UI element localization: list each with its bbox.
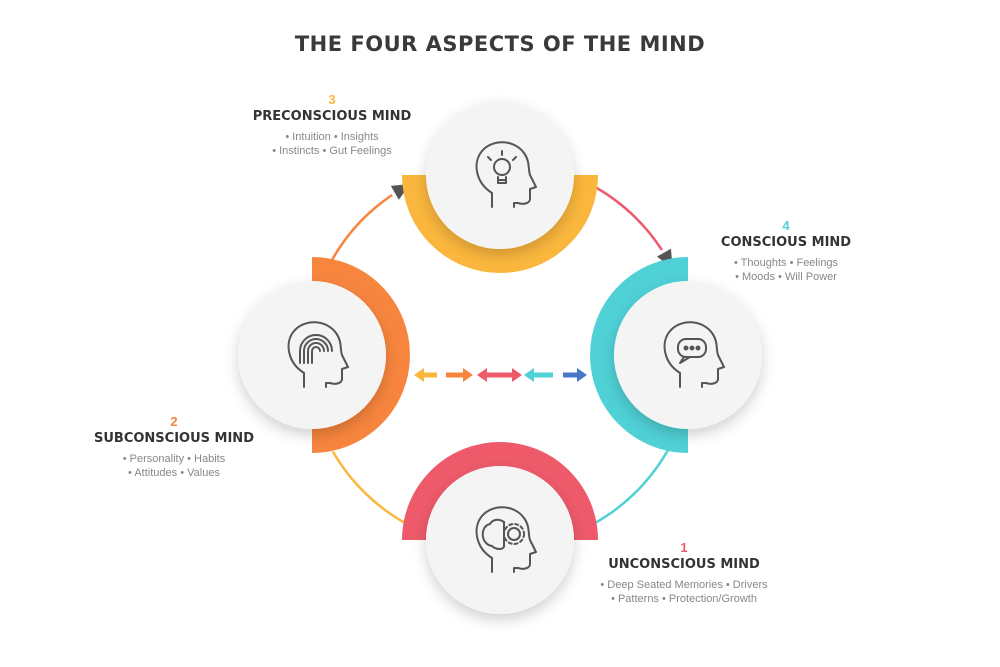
node-fingerprint — [238, 281, 386, 429]
label-preconscious: 3 PRECONSCIOUS MIND • Intuition • Insigh… — [222, 92, 442, 158]
aspect-detail: • Intuition • Insights — [285, 131, 379, 143]
node-speech-bubbles — [614, 281, 762, 429]
flow-arc — [592, 439, 675, 525]
center-arrow-left-head — [524, 368, 534, 382]
bulb-rays — [487, 150, 517, 184]
step-number: 2 — [170, 414, 178, 429]
center-arrow-right-head — [577, 368, 587, 382]
fingerprint-ridge — [311, 346, 321, 364]
center-arrow-right-head — [463, 368, 473, 382]
aspect-name: UNCONSCIOUS MIND — [608, 557, 760, 572]
brain-gear-icon — [475, 506, 537, 573]
head-outline-icon — [475, 506, 537, 573]
fingerprint-ridge — [303, 338, 329, 364]
aspect-detail: • Deep Seated Memories • Drivers — [600, 579, 768, 591]
fingerprint-ridge — [307, 342, 325, 364]
aspect-detail: • Thoughts • Feelings — [733, 257, 839, 269]
lightbulb-icon — [475, 141, 537, 208]
label-subconscious: 2 SUBCONSCIOUS MIND • Personality • Habi… — [64, 414, 284, 480]
center-arrow-left-head — [414, 368, 424, 382]
accent-arc — [311, 257, 410, 453]
flow-arc — [328, 193, 393, 265]
speech-bubble — [677, 338, 707, 358]
fingerprint-ridge — [299, 334, 333, 364]
node-lightbulb — [426, 101, 574, 249]
accent-arc — [402, 174, 598, 273]
step-number: 4 — [782, 218, 790, 233]
bubble-tail — [679, 356, 691, 364]
aspect-detail: • Attitudes • Values — [128, 467, 220, 479]
label-unconscious: 1 UNCONSCIOUS MIND • Deep Seated Memorie… — [574, 540, 794, 606]
dot — [689, 345, 695, 351]
speech-bubbles-icon — [663, 321, 725, 388]
aspect-detail: • Personality • Habits — [122, 453, 226, 465]
aspect-name: SUBCONSCIOUS MIND — [94, 431, 254, 446]
step-number: 3 — [328, 92, 336, 107]
gear — [507, 527, 521, 541]
accent-arc — [402, 442, 598, 541]
diagram-title: THE FOUR ASPECTS OF THE MIND — [294, 32, 706, 56]
head-outline-icon — [475, 141, 537, 208]
fingerprint-icon — [287, 321, 349, 388]
accent-arc — [590, 257, 689, 453]
head-outline-icon — [663, 321, 725, 388]
dot — [695, 345, 701, 351]
aspect-detail: • Instincts • Gut Feelings — [272, 145, 392, 157]
node-circle — [614, 281, 762, 429]
node-brain-gear — [426, 466, 574, 614]
aspect-name: PRECONSCIOUS MIND — [252, 109, 412, 124]
step-number: 1 — [680, 540, 688, 555]
flow-arc — [331, 450, 410, 527]
node-circle — [426, 466, 574, 614]
dot — [683, 345, 689, 351]
aspect-name: CONSCIOUS MIND — [720, 235, 852, 250]
bulb — [493, 158, 511, 176]
aspect-detail: • Patterns • Protection/Growth — [611, 593, 757, 605]
brain-half — [481, 518, 505, 550]
gear-teeth — [503, 523, 525, 545]
center-arrow-double-head — [512, 368, 522, 382]
head-outline-icon — [287, 321, 349, 388]
center-arrow-double-head — [477, 368, 487, 382]
aspect-detail: • Moods • Will Power — [735, 271, 837, 283]
label-conscious: 4 CONSCIOUS MIND • Thoughts • Feelings • … — [676, 218, 896, 284]
